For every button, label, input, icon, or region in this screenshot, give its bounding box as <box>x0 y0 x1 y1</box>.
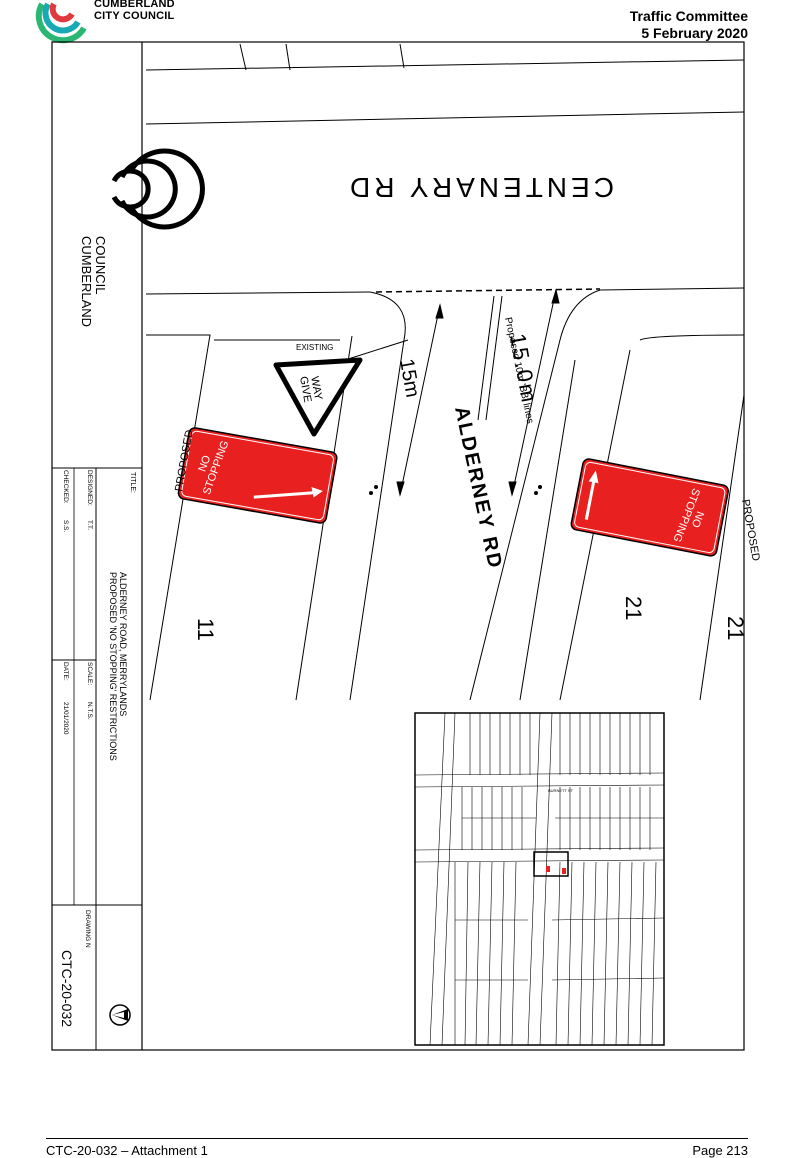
alderney-road-edges <box>146 289 745 701</box>
sign-right-arrow-head <box>588 470 599 484</box>
proposed-right-label: PROPOSED <box>739 498 762 562</box>
sign-post-left <box>374 485 378 489</box>
title-label: TITLE: <box>129 472 136 493</box>
scale-label: SCALE: <box>86 662 93 685</box>
centenary-road <box>145 43 745 295</box>
drawing-label: DRAWING N <box>84 910 91 948</box>
scale-value: N.T.S. <box>86 702 93 720</box>
header-council-name: CUMBERLAND CITY COUNCIL <box>94 0 175 22</box>
logo-text-line2: COUNCIL <box>93 236 108 295</box>
meeting-date: 5 February 2020 <box>641 25 748 41</box>
sign-right-arrow <box>584 476 597 520</box>
alderney-road-label: ALDERNEY RD <box>450 404 506 571</box>
locality-map: BURNETT ST <box>414 712 665 1046</box>
committee-name: Traffic Committee <box>629 8 748 24</box>
logo-text-line1: CUMBERLAND <box>79 236 94 327</box>
drawing-frame <box>51 41 745 1051</box>
title-line2: PROPOSED 'NO STOPPING' RESTRICTIONS <box>108 572 118 761</box>
dimension-right-label: 15.0m <box>505 332 542 406</box>
drawing-number: CTC-20-032 <box>59 950 75 1027</box>
designed-value: T.T. <box>86 520 93 530</box>
no-stopping-sign-left: NO STOPPING <box>177 427 338 524</box>
date-value: 21/01/2020 <box>62 702 69 735</box>
designed-label: DESIGNED: <box>86 470 93 506</box>
sign-post-right <box>534 491 538 495</box>
cumberland-logo-icon <box>111 148 205 230</box>
centenary-road-label: CENTENARY RD <box>346 172 614 203</box>
give-way-text-1: GIVE <box>297 375 313 403</box>
header-meeting-info: Traffic Committee 5 February 2020 <box>630 8 748 42</box>
footer-rule <box>46 1138 748 1139</box>
dimension-left <box>396 303 444 497</box>
give-way-sign-icon: GIVE WAY <box>273 357 363 437</box>
footer-page-number: Page 213 <box>692 1143 748 1158</box>
sign-left-text-1: NO <box>196 453 213 473</box>
existing-label: EXISTING <box>296 343 333 352</box>
dimension-right <box>508 288 560 497</box>
sign-left-arrow <box>253 490 319 499</box>
lot-21-label: 21 <box>621 596 646 620</box>
council-logo-icon <box>35 2 87 44</box>
sign-post-right <box>538 485 542 489</box>
dimension-left-label: 15m <box>395 357 423 399</box>
checked-label: CHECKED: <box>62 470 69 504</box>
title-line1: ALDERNEY ROAD, MERRYLANDS <box>118 572 128 716</box>
no-stopping-sign-right: NO STOPPING <box>570 458 729 557</box>
date-label: DATE: <box>62 662 69 681</box>
header-council-line1: CUMBERLAND <box>94 0 175 10</box>
inset-street-label: BURNETT ST <box>548 788 574 793</box>
stop-line <box>375 288 601 293</box>
header-council-line2: CITY COUNCIL <box>94 10 175 22</box>
lot-11-label: 11 <box>193 618 218 641</box>
sign-right-text-1: NO <box>689 509 706 529</box>
north-arrow-icon <box>109 1004 131 1026</box>
sign-left-arrow-head <box>311 486 323 498</box>
sign-post-left <box>369 491 373 495</box>
checked-value: S.S. <box>62 520 69 532</box>
lot-21b-label: 21 <box>723 616 748 640</box>
footer-attachment: CTC-20-032 – Attachment 1 <box>46 1143 208 1158</box>
existing-leader <box>344 339 409 361</box>
bb-lines <box>477 295 503 421</box>
give-way-text-2: WAY <box>308 375 324 401</box>
